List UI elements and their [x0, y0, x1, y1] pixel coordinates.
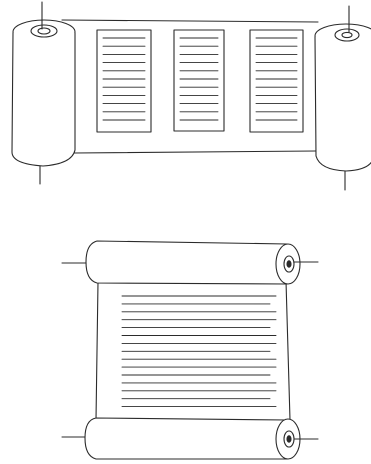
horizontal-scroll-panel	[12, 2, 371, 190]
vertical-scroll-text-lines	[122, 296, 276, 407]
text-column-2-frame	[174, 30, 224, 131]
bottom-roller-body	[85, 418, 288, 459]
top-roller-body	[86, 241, 287, 284]
text-column-2	[174, 30, 224, 131]
right-roller	[315, 6, 371, 190]
text-column-3-frame	[250, 30, 303, 132]
text-column-1	[97, 30, 151, 132]
left-roller	[12, 2, 75, 184]
vertical-scroll-panel	[62, 241, 318, 459]
text-column-1-frame	[97, 30, 151, 132]
top-roller	[62, 241, 318, 284]
top-roller-core	[287, 261, 291, 267]
text-column-3	[250, 30, 303, 132]
bottom-roller	[62, 418, 318, 459]
bottom-roller-core	[287, 436, 291, 442]
left-roller-body	[12, 33, 75, 166]
right-roller-body	[315, 37, 371, 171]
